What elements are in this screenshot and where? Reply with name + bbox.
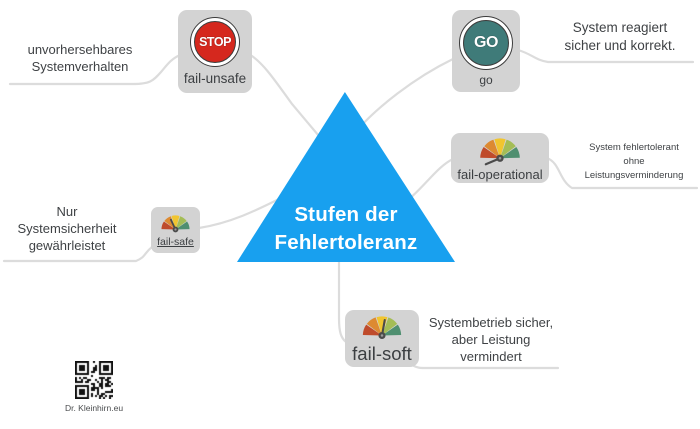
note-line: System reagiert: [572, 20, 668, 35]
stop-sign-icon: STOP: [190, 17, 240, 67]
center-title-line1: Stufen der: [294, 203, 398, 226]
branch-soft-note: [412, 364, 560, 370]
note-line: Systemverhalten: [31, 59, 129, 74]
node-go: GO go: [452, 10, 520, 92]
qr-code: [75, 361, 113, 399]
branch-safe-triangle: [197, 196, 283, 230]
stop-sign-text: STOP: [194, 21, 236, 63]
node-label-go: go: [479, 72, 493, 87]
note-line: aber Leistung: [451, 332, 531, 347]
note-line: vermindert: [460, 349, 522, 364]
note-line: System fehlertolerant: [589, 142, 679, 153]
branch-go-note: [516, 48, 695, 64]
node-fail-operational: fail-operational: [451, 133, 549, 183]
center-title-line2: Fehlertoleranz: [274, 231, 418, 254]
go-sign-text: GO: [463, 19, 509, 66]
note-line: unvorhersehbares: [27, 42, 133, 57]
note-line: gewährleistet: [28, 238, 106, 253]
note-line: sicher und korrekt.: [564, 38, 676, 53]
node-label-fail-safe-link[interactable]: fail-safe: [157, 235, 194, 248]
gauge-icon: [362, 315, 402, 339]
note-fail-operational: System fehlertolerant ohne Leistungsverm…: [570, 141, 698, 183]
note-line: Nur: [56, 204, 78, 219]
branch-unsafe-note: [8, 53, 182, 86]
note-go: System reagiert sicher und korrekt.: [545, 19, 695, 55]
node-fail-safe: fail-safe: [151, 207, 200, 253]
gauge-icon: [161, 214, 190, 232]
branch-operational-note: [545, 156, 699, 190]
branch-unsafe-triangle: [247, 52, 326, 144]
node-label-fail-soft: fail-soft: [352, 342, 412, 364]
node-fail-soft: fail-soft: [345, 310, 419, 367]
note-fail-safe: Nur Systemsicherheit gewährleistet: [0, 203, 134, 254]
branch-go-triangle: [350, 57, 455, 138]
center-title: Stufen der Fehlertoleranz: [237, 201, 455, 257]
note-fail-soft: Systembetrieb sicher, aber Leistung verm…: [420, 314, 562, 365]
note-line: Systembetrieb sicher,: [428, 315, 554, 330]
branding-caption: Dr. Kleinhirn.eu: [64, 403, 124, 413]
note-line: Systemsicherheit: [17, 221, 117, 236]
node-label-fail-operational: fail-operational: [457, 166, 543, 182]
go-sign-icon: GO: [459, 15, 513, 70]
note-fail-unsafe: unvorhersehbares Systemverhalten: [6, 41, 154, 75]
node-label-fail-unsafe: fail-unsafe: [183, 71, 247, 86]
note-line: ohne: [623, 156, 645, 167]
gauge-icon: [480, 137, 520, 165]
note-line: Leistungsverminderung: [584, 170, 684, 181]
branch-safe-note: [2, 245, 154, 263]
branch-soft-triangle: [337, 258, 348, 344]
node-fail-unsafe: STOP fail-unsafe: [178, 10, 252, 93]
